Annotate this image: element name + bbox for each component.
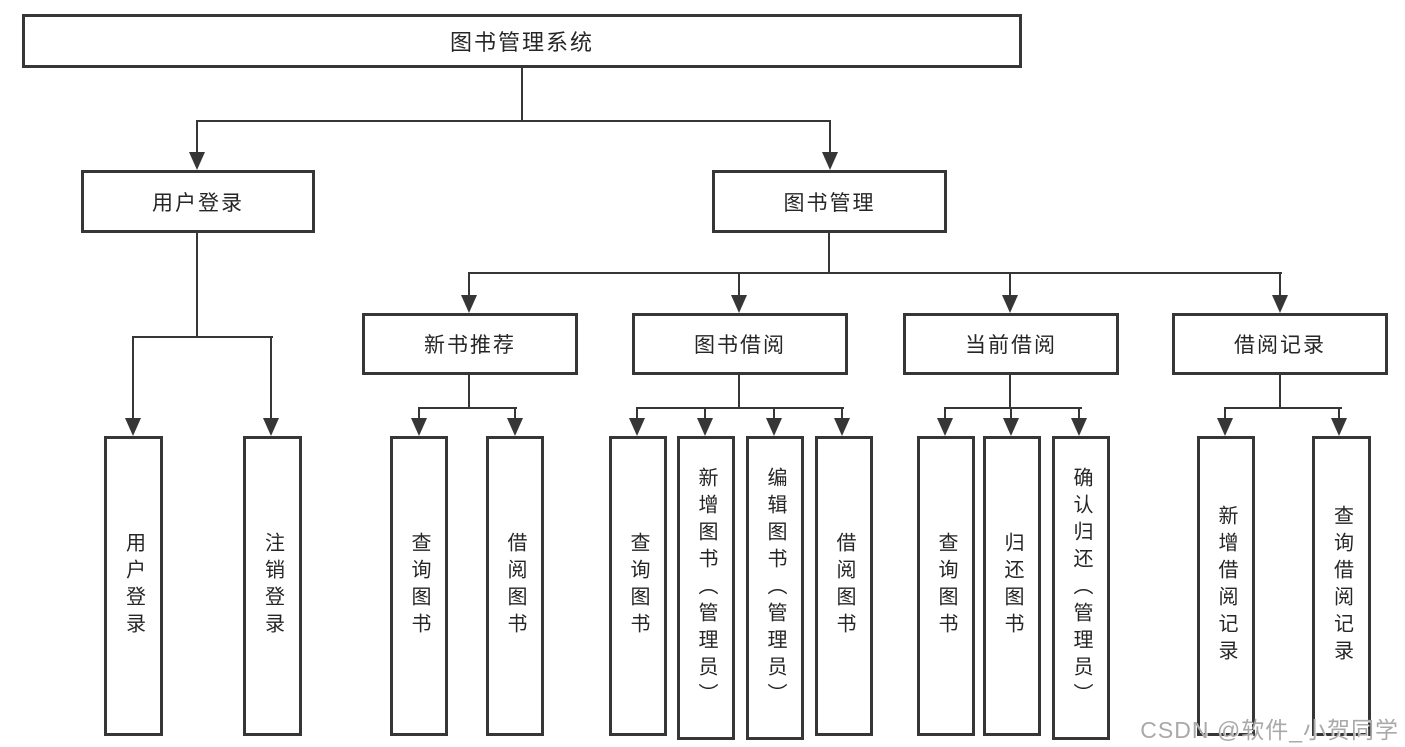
connector-to-user-login (196, 120, 198, 154)
arrowhead (411, 418, 427, 436)
node-borrowing-records: 借阅记录 (1172, 313, 1388, 375)
node-label: 借阅记录 (1234, 334, 1326, 357)
arrowhead (1272, 295, 1288, 313)
connector-book-borrow-stem (738, 375, 740, 407)
node-label: 新书推荐 (424, 334, 516, 357)
leaf-borrow-books-recommend: 借阅图书 (486, 436, 544, 736)
arrowhead (731, 295, 747, 313)
leaf-add-borrow-record: 新增借阅记录 (1197, 436, 1255, 736)
connector-leaf-stem (1078, 407, 1080, 419)
connector-user-login-stem (196, 233, 198, 336)
leaf-label: 用户登录 (122, 532, 145, 640)
arrowhead (834, 418, 850, 436)
leaf-label: 注销登录 (261, 532, 284, 640)
leaf-confirm-return-admin: 确认归还（管理员） (1052, 436, 1110, 740)
connector-leaf-stem (1338, 407, 1340, 419)
connector-user-login-branch (132, 336, 273, 338)
leaf-label: 查询图书 (408, 532, 430, 640)
leaf-label: 借阅图书 (833, 532, 855, 640)
node-label: 图书管理系统 (449, 30, 594, 55)
arrowhead (1071, 418, 1087, 436)
connector-leaf-stem (944, 407, 946, 419)
leaf-return-books: 归还图书 (983, 436, 1041, 736)
node-book-management: 图书管理 (712, 170, 947, 233)
arrowhead (125, 418, 141, 436)
connector-new-book-branch (418, 407, 517, 409)
connector-to-new-book (468, 272, 470, 297)
connector-book-mgmt-branch (468, 272, 1282, 274)
leaf-label: 查询图书 (627, 532, 649, 640)
leaf-label: 编辑图书（管理员） (764, 466, 786, 710)
connector-book-borrow-branch (636, 407, 844, 409)
leaf-user-login: 用户登录 (104, 436, 163, 736)
arrowhead (461, 295, 477, 313)
connector-borrow-records-branch (1224, 407, 1342, 409)
leaf-query-borrow-record: 查询借阅记录 (1312, 436, 1371, 736)
connector-root-branch (196, 120, 831, 122)
arrowhead (1003, 418, 1019, 436)
connector-to-borrow-records (1279, 272, 1281, 297)
node-label: 图书借阅 (694, 334, 786, 357)
leaf-edit-books-admin: 编辑图书（管理员） (746, 436, 804, 740)
leaf-borrow-books: 借阅图书 (815, 436, 873, 736)
arrowhead (937, 418, 953, 436)
node-library-management-system: 图书管理系统 (22, 14, 1022, 68)
node-new-book-recommendation: 新书推荐 (362, 313, 578, 375)
connector-leaf-stem (773, 407, 775, 419)
leaf-query-books-borrow: 查询图书 (609, 436, 667, 736)
leaf-label: 借阅图书 (504, 532, 526, 640)
connector-to-leaf-user-login (132, 336, 134, 419)
node-label: 用户登录 (152, 191, 244, 215)
arrowhead (263, 418, 279, 436)
csdn-watermark: CSDN @软件_小贺同学 (1140, 717, 1399, 743)
connector-to-current-borrow (1009, 272, 1011, 297)
leaf-query-books-current: 查询图书 (917, 436, 975, 736)
node-label: 图书管理 (783, 191, 876, 215)
connector-to-leaf-logout (270, 336, 272, 419)
arrowhead (1002, 295, 1018, 313)
leaf-label: 新增借阅记录 (1215, 505, 1237, 667)
leaf-label: 新增图书（管理员） (695, 466, 717, 710)
arrowhead (507, 418, 523, 436)
connector-leaf-stem (841, 407, 843, 419)
node-user-login: 用户登录 (81, 170, 315, 233)
connector-book-mgmt-stem (828, 233, 830, 274)
connector-new-book-stem (468, 375, 470, 407)
arrowhead (766, 418, 782, 436)
leaf-label: 归还图书 (1001, 532, 1023, 640)
arrowhead (189, 152, 205, 170)
leaf-logout: 注销登录 (243, 436, 302, 736)
arrowhead (1217, 418, 1233, 436)
connector-leaf-stem (514, 407, 516, 419)
leaf-label: 查询图书 (935, 532, 957, 640)
connector-borrow-records-stem (1279, 375, 1281, 407)
node-label: 当前借阅 (965, 334, 1057, 357)
arrowhead (1331, 418, 1347, 436)
connector-root-stem (521, 68, 523, 120)
connector-current-borrow-stem (1009, 375, 1011, 407)
node-book-borrowing: 图书借阅 (632, 313, 848, 375)
connector-leaf-stem (636, 407, 638, 419)
connector-to-book-management (829, 120, 831, 154)
arrowhead (697, 418, 713, 436)
connector-to-book-borrow (738, 272, 740, 297)
leaf-label: 确认归还（管理员） (1070, 466, 1092, 710)
node-current-borrowing: 当前借阅 (903, 313, 1119, 375)
connector-leaf-stem (418, 407, 420, 419)
connector-leaf-stem (1224, 407, 1226, 419)
leaf-label: 查询借阅记录 (1330, 505, 1353, 667)
leaf-add-books-admin: 新增图书（管理员） (677, 436, 735, 740)
connector-leaf-stem (704, 407, 706, 419)
connector-leaf-stem (1010, 407, 1012, 419)
connector-current-borrow-branch (944, 407, 1082, 409)
arrowhead (629, 418, 645, 436)
arrowhead (822, 152, 838, 170)
leaf-query-books-recommend: 查询图书 (390, 436, 448, 736)
